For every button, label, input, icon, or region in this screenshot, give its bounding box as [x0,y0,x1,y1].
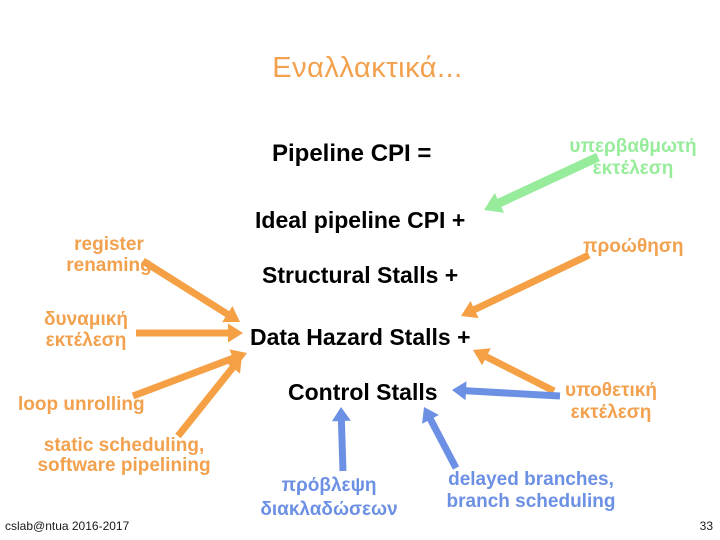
label-dynamic-execution: δυναμική εκτέλεση [16,309,156,351]
label-superscalar-execution-line1: υπερβαθμωτή [569,136,697,157]
label-static-scheduling-line1: static scheduling, [43,435,205,456]
equation-lhs: Pipeline CPI = [272,140,432,167]
arrow-loop-unrolling-to-data-hazard [131,349,247,400]
label-register-renaming: register renaming [39,234,179,276]
label-delayed-branches: delayed branches, branch scheduling [436,469,626,513]
label-branch-prediction-line2: διακλαδώσεων [260,499,398,520]
equation-term-ideal-pipeline-cpi: Ideal pipeline CPI + [255,207,466,233]
label-speculative-execution: υποθετική εκτέλεση [531,380,691,424]
arrow-speculative-to-control [452,381,561,401]
label-branch-prediction-line1: πρόβλεψη [281,475,377,496]
arrow-dynamic-execution-to-data-hazard [136,323,243,343]
page-number: 33 [699,519,713,533]
label-static-scheduling: static scheduling, software pipelining [24,436,224,476]
label-dynamic-execution-line2: εκτέλεση [45,330,127,351]
label-register-renaming-line2: renaming [66,255,152,276]
slide-title: Εναλλακτικά... [272,52,463,84]
equation-term-control-stalls: Control Stalls [288,379,438,405]
arrow-superscalar-to-ideal [484,152,600,213]
label-loop-unrolling: loop unrolling [18,394,145,415]
label-register-renaming-line1: register [74,234,144,255]
label-forwarding: προώθηση [583,236,684,257]
label-dynamic-execution-line1: δυναμική [44,309,128,330]
footer-credit: cslab@ntua 2016-2017 [5,519,130,533]
label-branch-prediction: πρόβλεψη διακλαδώσεων [249,474,409,522]
arrow-register-renaming-to-data-hazard [141,258,240,323]
label-delayed-branches-line2: branch scheduling [446,491,616,512]
equation-term-data-hazard-stalls: Data Hazard Stalls + [250,324,471,350]
label-superscalar-execution-line2: εκτέλεση [592,158,674,179]
arrow-delayed-branches-to-control [422,407,460,470]
label-static-scheduling-line2: software pipelining [37,455,211,476]
label-delayed-branches-line1: delayed branches, [448,469,614,490]
arrow-static-scheduling-to-data-hazard [175,356,242,439]
arrow-speculative-to-data-hazard [473,348,556,395]
arrow-forwarding-to-data-hazard [461,251,591,319]
label-superscalar-execution: υπερβαθμωτή εκτέλεση [553,136,713,180]
arrow-branch-prediction-to-control [331,407,351,472]
label-speculative-execution-line2: εκτέλεση [570,402,652,423]
label-speculative-execution-line1: υποθετική [565,380,657,401]
equation-term-structural-stalls: Structural Stalls + [262,262,459,288]
